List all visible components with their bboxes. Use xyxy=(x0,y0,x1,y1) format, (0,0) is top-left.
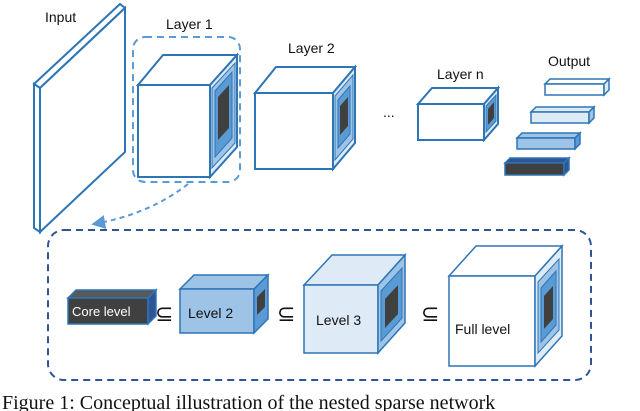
layer1-cube xyxy=(135,52,240,180)
ellipsis: ... xyxy=(383,104,395,120)
nested-levels-panel xyxy=(47,229,592,381)
input-label: Input xyxy=(45,9,76,25)
level3-label: Level 3 xyxy=(316,312,361,328)
full-level-label: Full level xyxy=(455,321,510,337)
output-label: Output xyxy=(548,53,590,69)
layer1-highlight-box xyxy=(132,36,241,183)
layer2-cube xyxy=(252,64,358,172)
full-level-block: Full level xyxy=(447,244,564,368)
layer2-label: Layer 2 xyxy=(288,40,335,56)
layer-n-label: Layer n xyxy=(437,66,484,82)
output-bar-2 xyxy=(529,105,596,125)
output-bar-4 xyxy=(503,156,571,177)
core-level-block: Core level xyxy=(66,288,158,326)
level2-label: Level 2 xyxy=(188,305,233,321)
input-plane xyxy=(32,2,127,235)
output-bar-3 xyxy=(515,131,582,151)
layer-n-cube xyxy=(415,85,501,143)
output-bar-1 xyxy=(543,77,611,97)
subset-symbol-2: ⊆ xyxy=(277,301,295,326)
figure-caption: Figure 1: Conceptual illustration of the… xyxy=(2,392,496,411)
subset-symbol-3: ⊆ xyxy=(421,301,439,326)
level3-block: Level 3 xyxy=(302,253,407,355)
layer1-label: Layer 1 xyxy=(166,16,213,32)
subset-symbol-1: ⊆ xyxy=(155,301,173,326)
level2-block: Level 2 xyxy=(178,273,270,335)
zoom-arrow xyxy=(91,183,189,229)
output-stack xyxy=(503,77,611,177)
core-level-label: Core level xyxy=(72,304,131,319)
